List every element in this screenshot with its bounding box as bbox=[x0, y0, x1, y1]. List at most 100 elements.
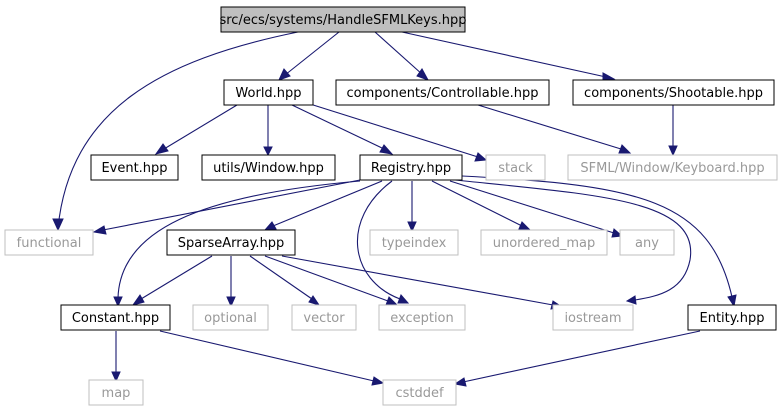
node-cstddef-label: cstddef bbox=[395, 386, 444, 401]
node-optional-label: optional bbox=[204, 311, 257, 326]
edge-world-registry-arrowhead bbox=[379, 144, 394, 155]
node-entity-label: Entity.hpp bbox=[700, 311, 765, 326]
node-constant-label: Constant.hpp bbox=[72, 311, 159, 326]
node-constant[interactable]: Constant.hpp bbox=[60, 304, 171, 331]
node-keyboard[interactable]: SFML/Window/Keyboard.hpp bbox=[567, 154, 778, 181]
node-unordered-map-label: unordered_map bbox=[493, 236, 596, 251]
node-any[interactable]: any bbox=[619, 229, 675, 256]
node-any-box bbox=[619, 229, 675, 256]
edge-registry-sparsearray bbox=[272, 180, 383, 227]
edge-registry-exception bbox=[357, 180, 401, 300]
edge-sparsearray-constant-arrowhead bbox=[131, 294, 145, 306]
node-root[interactable]: src/ecs/systems/HandleSFMLKeys.hpp bbox=[219, 6, 467, 33]
node-cstddef-box bbox=[382, 379, 457, 406]
node-controllable[interactable]: components/Controllable.hpp bbox=[335, 79, 550, 106]
edge-root-controllable-arrowhead bbox=[416, 68, 430, 81]
node-window-box bbox=[201, 154, 336, 181]
node-exception-label: exception bbox=[390, 311, 454, 326]
edge-registry-sparsearray-arrowhead bbox=[263, 221, 277, 231]
node-typeindex-box bbox=[369, 229, 459, 256]
node-iostream[interactable]: iostream bbox=[552, 304, 634, 331]
edge-registry-functional-arrowhead bbox=[92, 225, 107, 235]
edge-root-world bbox=[284, 31, 340, 76]
node-registry[interactable]: Registry.hpp bbox=[359, 154, 463, 181]
edge-registry-typeindex-arrowhead bbox=[407, 221, 417, 233]
node-functional[interactable]: functional bbox=[4, 229, 94, 256]
edge-sparsearray-exception-arrowhead bbox=[385, 296, 398, 306]
edge-registry-iostream-arrowhead bbox=[625, 295, 637, 305]
edge-registry-iostream bbox=[454, 179, 692, 301]
node-stack-label: stack bbox=[498, 161, 533, 176]
node-unordered-map[interactable]: unordered_map bbox=[480, 229, 608, 256]
node-stack-box bbox=[485, 154, 546, 181]
edge-root-shootable bbox=[401, 31, 607, 78]
node-controllable-label: components/Controllable.hpp bbox=[346, 86, 538, 101]
node-root-label: src/ecs/systems/HandleSFMLKeys.hpp bbox=[219, 13, 466, 28]
node-cstddef[interactable]: cstddef bbox=[382, 379, 457, 406]
node-window-label: utils/Window.hpp bbox=[213, 161, 324, 176]
node-exception-box bbox=[378, 304, 466, 331]
node-sparsearray-box bbox=[166, 229, 296, 256]
node-vector-label: vector bbox=[303, 311, 345, 326]
node-window[interactable]: utils/Window.hpp bbox=[201, 154, 336, 181]
node-map[interactable]: map bbox=[88, 379, 144, 406]
node-keyboard-box bbox=[567, 154, 778, 181]
node-sparsearray[interactable]: SparseArray.hpp bbox=[166, 229, 296, 256]
node-map-label: map bbox=[102, 386, 131, 401]
edge-sparsearray-vector-arrowhead bbox=[308, 295, 321, 306]
node-vector-box bbox=[291, 304, 357, 331]
node-unordered-map-box bbox=[480, 229, 608, 256]
node-registry-label: Registry.hpp bbox=[371, 161, 451, 176]
edge-sparsearray-exception bbox=[264, 255, 389, 302]
edge-sparsearray-constant bbox=[140, 255, 213, 300]
node-typeindex-label: typeindex bbox=[382, 236, 447, 251]
edge-entity-cstddef-arrowhead bbox=[453, 377, 467, 387]
node-sparsearray-label: SparseArray.hpp bbox=[178, 236, 285, 251]
node-world[interactable]: World.hpp bbox=[223, 79, 314, 106]
edge-world-event bbox=[163, 104, 238, 150]
edge-world-event-arrowhead bbox=[154, 143, 169, 155]
node-typeindex[interactable]: typeindex bbox=[369, 229, 459, 256]
node-any-label: any bbox=[635, 236, 659, 251]
edge-constant-cstddef bbox=[159, 330, 375, 382]
node-shootable-label: components/Shootable.hpp bbox=[584, 86, 763, 101]
node-world-box bbox=[223, 79, 314, 106]
node-event[interactable]: Event.hpp bbox=[90, 154, 179, 181]
edge-sparsearray-iostream bbox=[281, 255, 554, 306]
node-entity-box bbox=[687, 304, 777, 331]
node-entity[interactable]: Entity.hpp bbox=[687, 304, 777, 331]
node-iostream-label: iostream bbox=[564, 311, 621, 326]
node-shootable-box bbox=[572, 79, 775, 106]
node-shootable[interactable]: components/Shootable.hpp bbox=[572, 79, 775, 106]
node-event-label: Event.hpp bbox=[101, 161, 167, 176]
node-optional-box bbox=[192, 304, 269, 331]
node-exception[interactable]: exception bbox=[378, 304, 466, 331]
edge-root-controllable bbox=[374, 31, 424, 76]
edge-world-stack bbox=[309, 103, 479, 158]
edge-shootable-keyboard-arrowhead bbox=[668, 145, 678, 157]
edge-constant-map-arrowhead bbox=[111, 371, 121, 383]
node-vector[interactable]: vector bbox=[291, 304, 357, 331]
edge-controllable-keyboard bbox=[477, 104, 622, 150]
edge-registry-functional bbox=[102, 179, 361, 231]
node-controllable-box bbox=[335, 79, 550, 106]
node-world-label: World.hpp bbox=[235, 86, 301, 101]
edge-entity-cstddef bbox=[462, 330, 701, 383]
edge-registry-constant bbox=[117, 180, 361, 299]
edge-root-world-arrowhead bbox=[278, 68, 291, 81]
node-constant-box bbox=[60, 304, 171, 331]
node-root-box bbox=[220, 6, 466, 33]
node-functional-box bbox=[4, 229, 94, 256]
node-optional[interactable]: optional bbox=[192, 304, 269, 331]
nodes: src/ecs/systems/HandleSFMLKeys.hpp World… bbox=[4, 6, 778, 406]
edge-registry-unordered-map bbox=[431, 180, 523, 227]
node-stack[interactable]: stack bbox=[485, 154, 546, 181]
edge-constant-cstddef-arrowhead bbox=[371, 376, 385, 386]
node-registry-box bbox=[359, 154, 463, 181]
node-event-box bbox=[90, 154, 179, 181]
edge-root-functional bbox=[57, 31, 299, 229]
edge-controllable-keyboard-arrowhead bbox=[618, 144, 632, 154]
edge-world-window-arrowhead bbox=[263, 146, 273, 157]
edge-world-stack-arrowhead bbox=[474, 152, 488, 162]
